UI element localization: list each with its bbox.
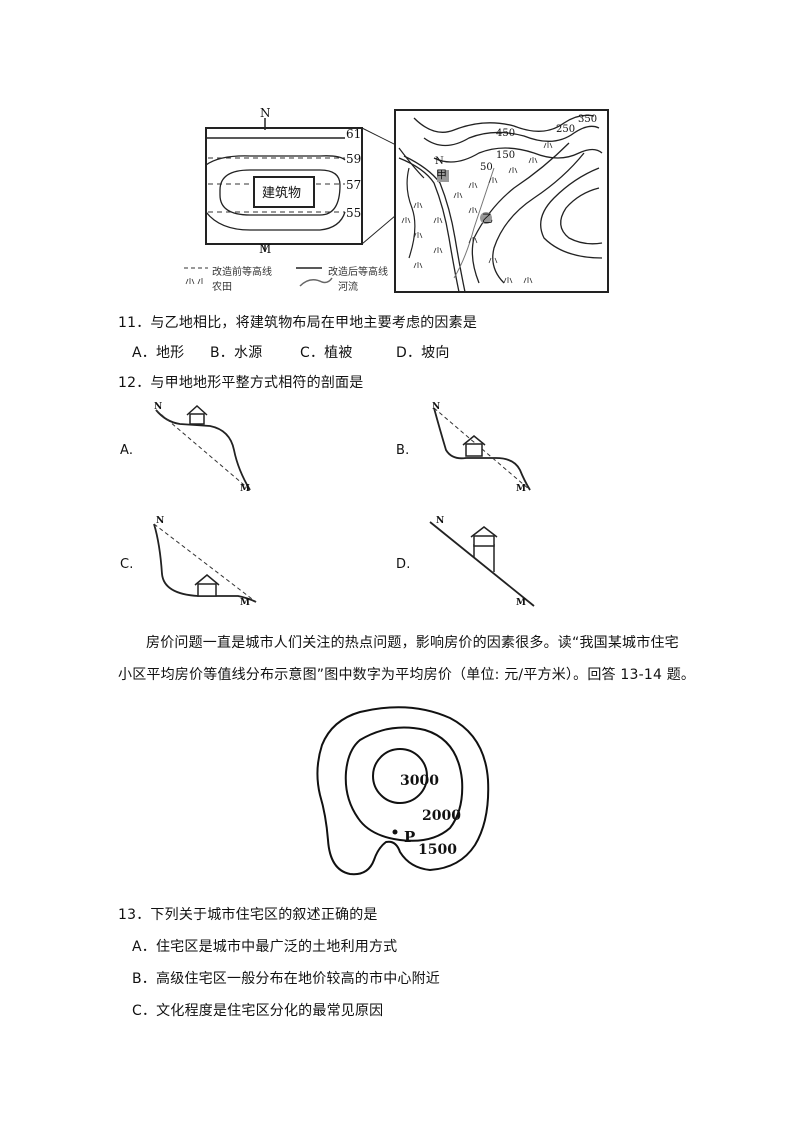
q12-profile-b[interactable] xyxy=(426,400,536,496)
contour-59: 59 xyxy=(346,152,362,166)
point-p-label: P xyxy=(404,828,416,846)
right-contour-150: 150 xyxy=(496,150,516,161)
q13-option-a[interactable]: A．住宅区是城市中最广泛的土地利用方式 xyxy=(132,939,398,955)
profile-c-m: M xyxy=(240,598,250,608)
yi-label: 乙 xyxy=(482,212,493,225)
right-contour-50: 50 xyxy=(480,162,493,173)
profile-c-n: N xyxy=(156,516,165,526)
q12-option-a-label[interactable]: A. xyxy=(120,443,134,458)
q11-option-a[interactable]: A．地形 xyxy=(132,345,185,361)
isoline-3000: 3000 xyxy=(400,773,439,789)
legend-symbols xyxy=(184,267,333,287)
legend-farmland: 农田 xyxy=(212,282,232,293)
q11-stem: 11．与乙地相比，将建筑物布局在甲地主要考虑的因素是 xyxy=(118,315,478,331)
passage-line-1: 房价问题一直是城市人们关注的热点问题，影响房价的因素很多。读“我国某城市住宅 xyxy=(146,635,679,651)
profile-b-n: N xyxy=(432,402,441,412)
left-north-label: N xyxy=(260,106,271,120)
q12-option-d-label[interactable]: D. xyxy=(396,557,411,572)
left-south-label: M xyxy=(259,242,272,256)
isoline-2000: 2000 xyxy=(422,808,461,824)
q12-option-b-label[interactable]: B. xyxy=(396,443,410,458)
q12-profile-d[interactable] xyxy=(422,514,538,610)
q12-profile-c[interactable] xyxy=(148,514,260,610)
q13-option-b[interactable]: B．高级住宅区一般分布在地价较高的市中心附近 xyxy=(132,971,441,987)
q12-option-c-label[interactable]: C. xyxy=(120,557,134,572)
q11-option-b[interactable]: B．水源 xyxy=(210,345,263,361)
q11-option-d[interactable]: D．坡向 xyxy=(396,345,450,361)
right-contour-350: 350 xyxy=(578,114,598,125)
right-contour-450: 450 xyxy=(496,128,516,139)
q13-stem: 13．下列关于城市住宅区的叙述正确的是 xyxy=(118,907,378,923)
isoline-1500: 1500 xyxy=(418,842,457,858)
jia-label: 甲 xyxy=(436,168,447,181)
legend-river: 河流 xyxy=(338,282,358,293)
legend-before: 改造前等高线 xyxy=(212,267,272,278)
profile-d-m: M xyxy=(516,598,526,608)
profile-d-n: N xyxy=(436,516,445,526)
q13-option-c[interactable]: C．文化程度是住宅区分化的最常见原因 xyxy=(132,1003,384,1019)
q12-profile-a[interactable] xyxy=(150,400,260,496)
legend-after: 改造后等高线 xyxy=(328,267,388,278)
profile-a-n: N xyxy=(154,402,163,412)
right-north-label: N xyxy=(435,156,444,167)
contour-55: 55 xyxy=(346,206,362,220)
contour-61: 61 xyxy=(346,127,362,141)
building-label: 建筑物 xyxy=(262,186,302,201)
q11-option-c[interactable]: C．植被 xyxy=(300,345,353,361)
figure1-left-map xyxy=(205,118,363,252)
figure2-price-map xyxy=(316,706,490,876)
profile-a-m: M xyxy=(240,484,250,494)
passage-line-2: 小区平均房价等值线分布示意图”图中数字为平均房价（单位: 元/平方米）。回答 1… xyxy=(118,667,696,683)
q12-stem: 12．与甲地地形平整方式相符的剖面是 xyxy=(118,375,364,391)
figure1-right-map xyxy=(394,109,609,293)
right-contour-250: 250 xyxy=(556,124,576,135)
contour-57: 57 xyxy=(346,178,362,192)
profile-b-m: M xyxy=(516,484,526,494)
